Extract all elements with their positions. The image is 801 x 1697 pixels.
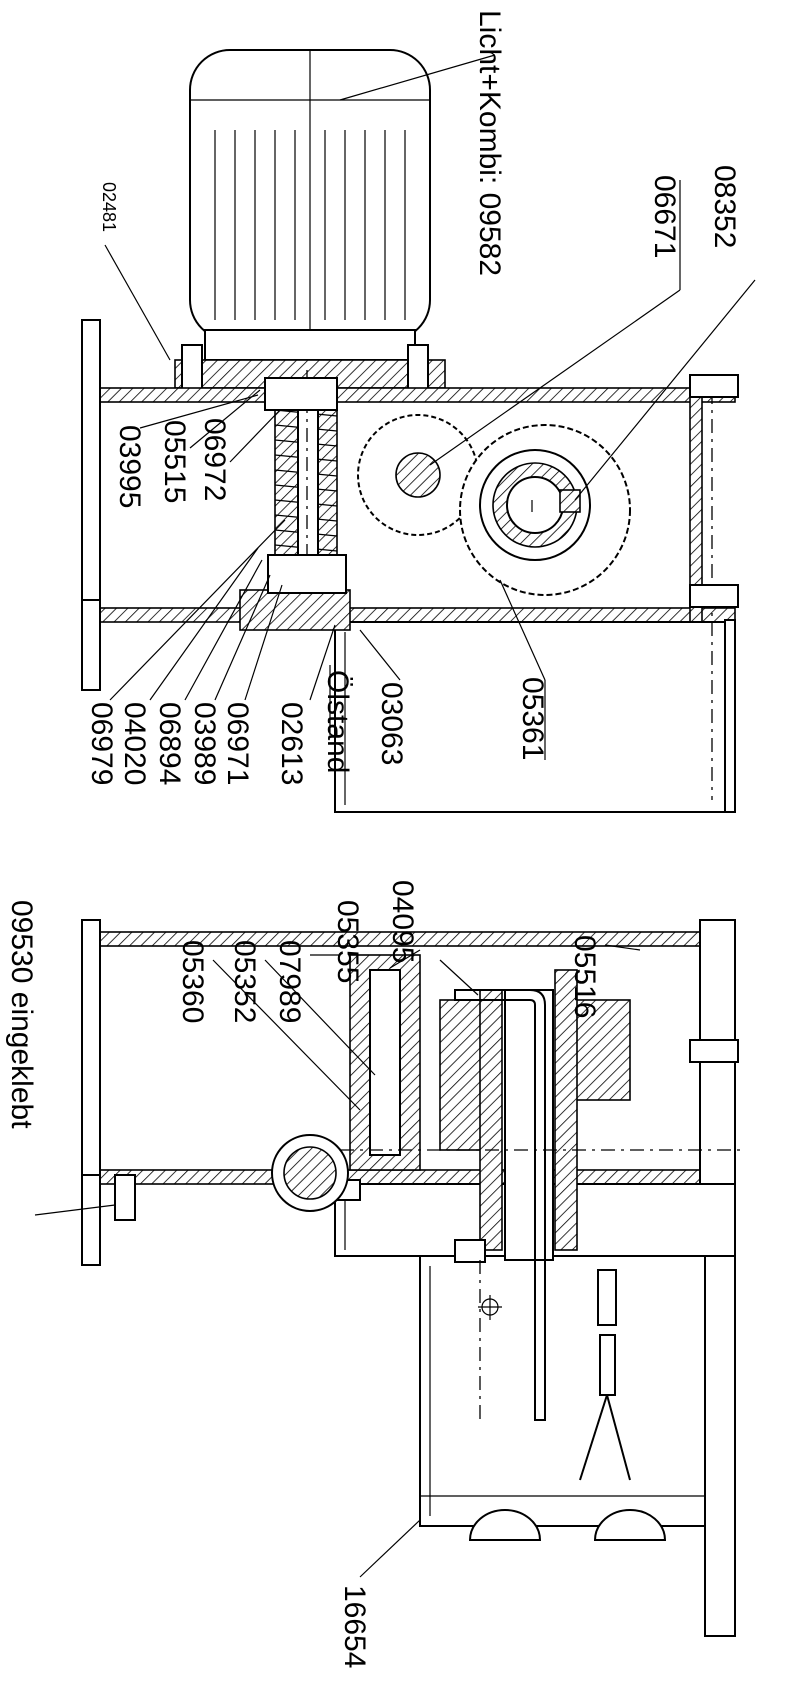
label-04095: 04095 — [386, 880, 419, 963]
label-02481: 02481 — [99, 182, 119, 232]
sensor-probe — [478, 1269, 631, 1481]
motor-cooling-fins — [214, 130, 406, 320]
label-05360: 05360 — [176, 940, 209, 1023]
lower-feet — [81, 1174, 667, 1541]
label-03989: 03989 — [188, 702, 221, 785]
lower-leader-lines — [34, 944, 641, 1578]
worm-shaft — [239, 370, 351, 631]
label-motor: Licht+Kombi: 09582 — [473, 10, 506, 276]
upper-base-flange — [81, 599, 101, 691]
upper-section-view — [81, 49, 739, 813]
label-16654: 16654 — [338, 1585, 371, 1668]
label-06972: 06972 — [198, 418, 231, 501]
label-08352: 08352 — [708, 165, 741, 248]
lower-section-view — [81, 919, 740, 1637]
label-09530: 09530 eingeklebt — [5, 900, 38, 1129]
label-06979: 06979 — [85, 702, 118, 785]
label-06894: 06894 — [153, 702, 186, 785]
label-05355: 05355 — [331, 900, 364, 983]
label-03063: 03063 — [375, 682, 408, 765]
label-05516: 05516 — [568, 935, 601, 1018]
lower-shaft-assembly — [271, 954, 740, 1421]
label-03995: 03995 — [113, 425, 146, 508]
label-05352: 05352 — [228, 940, 261, 1023]
label-07989: 07989 — [273, 940, 306, 1023]
motor — [174, 49, 446, 391]
label-06671: 06671 — [648, 175, 681, 258]
label-oelstand: Ölstand — [321, 670, 354, 773]
upper-gears — [357, 414, 631, 596]
upper-housing — [81, 319, 739, 813]
label-05515: 05515 — [158, 420, 191, 503]
label-06971: 06971 — [221, 702, 254, 785]
part-labels: Licht+Kombi: 09582 02481 06671 08352 069… — [5, 10, 741, 1668]
label-02613: 02613 — [275, 702, 308, 785]
upper-leader-lines — [104, 54, 756, 760]
label-04020: 04020 — [118, 702, 151, 785]
label-05361: 05361 — [516, 677, 549, 760]
